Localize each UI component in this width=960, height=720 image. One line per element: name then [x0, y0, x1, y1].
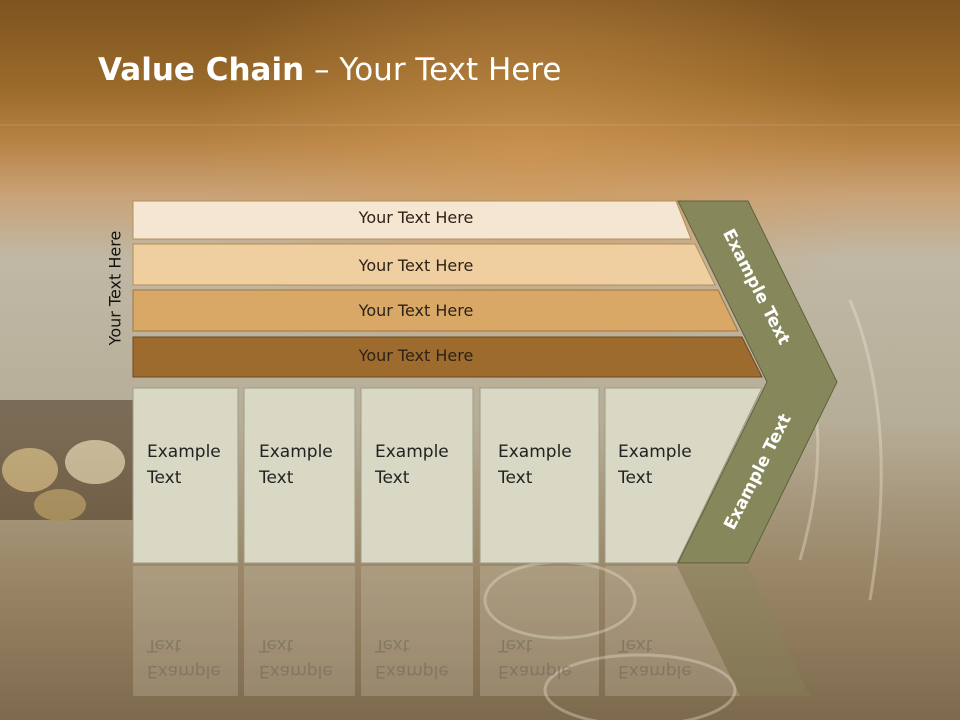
- chevron-arrow: [677, 200, 838, 564]
- title-bold: Value Chain: [98, 52, 305, 88]
- bar-2-label: Your Text Here: [358, 256, 474, 275]
- cell-reflections: [133, 566, 740, 696]
- bar-4: [132, 336, 763, 378]
- cell-2: [243, 387, 356, 564]
- side-label-text: Your Text Here: [105, 230, 125, 346]
- title-rest: – Your Text Here: [304, 52, 562, 88]
- glassware: [483, 299, 883, 720]
- bar-3: [132, 289, 739, 332]
- bar-4-label: Your Text Here: [358, 346, 474, 365]
- cell-4: [479, 387, 600, 564]
- bar-2: [132, 243, 716, 286]
- cell-5: [604, 387, 763, 564]
- bottle-rack: [0, 400, 135, 521]
- cell-1: [132, 387, 239, 564]
- slide-title: Value Chain – Your Text Here: [98, 52, 561, 88]
- bar-1-label: Your Text Here: [358, 208, 474, 227]
- bar-3-label: Your Text Here: [358, 301, 474, 320]
- cell-3: [360, 387, 474, 564]
- bar-1: [132, 200, 692, 240]
- chevron-reflection: [678, 566, 810, 696]
